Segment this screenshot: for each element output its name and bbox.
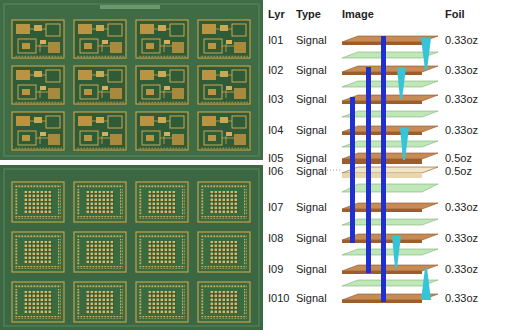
layer-type: Signal (296, 292, 327, 304)
layer-name: I04 (268, 124, 283, 136)
foil-weight: 0.33oz (445, 232, 478, 244)
foil-weight: 0.33oz (445, 201, 478, 213)
foil-weight: 0.33oz (445, 64, 478, 76)
dielectric-layers (342, 52, 438, 286)
layer-name: I03 (268, 93, 283, 105)
foil-weight: 0.5oz (445, 152, 472, 164)
pcb-panel-bottom (0, 165, 263, 330)
layer-name: I02 (268, 64, 283, 76)
layer-name: I06 (268, 165, 283, 177)
layer-type: Signal (296, 263, 327, 275)
layer-name: I05 (268, 152, 283, 164)
layer-type: Signal (296, 124, 327, 136)
layer-type: Signal (296, 152, 327, 164)
pcb-panel-top (0, 0, 263, 160)
foil-weight: 0.5oz (445, 165, 472, 177)
column-header: Image (342, 8, 374, 20)
copper-layers (318, 36, 438, 303)
layer-name: I07 (268, 201, 283, 213)
column-header: Type (296, 8, 321, 20)
layer-type: Signal (296, 64, 327, 76)
foil-weight: 0.33oz (445, 124, 478, 136)
foil-weight: 0.33oz (445, 93, 478, 105)
layer-type: Signal (296, 93, 327, 105)
layer-type: Signal (296, 34, 327, 46)
layer-name: I010 (268, 292, 289, 304)
layer-type: Signal (296, 201, 327, 213)
layer-type: Signal (296, 165, 327, 177)
micro-vias (392, 38, 431, 300)
layer-name: I09 (268, 263, 283, 275)
column-header: Lyr (268, 8, 285, 20)
foil-weight: 0.33oz (445, 292, 478, 304)
layer-type: Signal (296, 232, 327, 244)
layer-name: I08 (268, 232, 283, 244)
foil-weight: 0.33oz (445, 263, 478, 275)
through-vias (350, 36, 386, 302)
column-header: Foil (445, 8, 465, 20)
layer-name: I01 (268, 34, 283, 46)
foil-weight: 0.33oz (445, 34, 478, 46)
